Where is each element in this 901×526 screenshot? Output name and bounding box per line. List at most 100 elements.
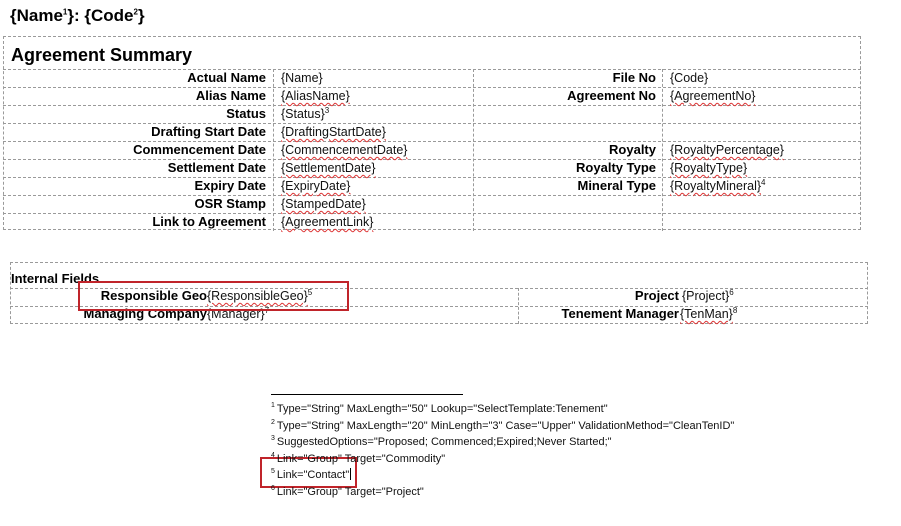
osr-stamp-field[interactable]: {StampedDate} bbox=[281, 195, 366, 213]
agreement-no-label: Agreement No bbox=[567, 88, 656, 103]
internal-divider-2 bbox=[10, 306, 868, 307]
summary-row-divider bbox=[3, 87, 861, 88]
tenement-manager-footnote-ref[interactable]: 8 bbox=[732, 305, 738, 315]
status-footnote-ref[interactable]: 3 bbox=[324, 105, 330, 115]
title-end: } bbox=[137, 6, 145, 25]
alias-name-value: {AliasName} bbox=[281, 89, 350, 103]
document-title: {Name1}: {Code2} bbox=[10, 6, 145, 26]
summary-row-divider bbox=[3, 213, 861, 214]
mineral-type-value: {RoyaltyMineral} bbox=[670, 179, 762, 193]
osr-stamp-value: {StampedDate} bbox=[281, 197, 366, 211]
settlement-date-label: Settlement Date bbox=[167, 160, 266, 175]
mineral-type-label: Mineral Type bbox=[577, 178, 656, 193]
code-footnote-ref[interactable]: 2 bbox=[133, 7, 138, 17]
summary-row-divider bbox=[3, 195, 861, 196]
internal-fields-title: Internal Fields bbox=[11, 271, 100, 286]
commencement-date-field[interactable]: {CommencementDate} bbox=[281, 141, 407, 159]
mineral-type-footnote-ref[interactable]: 4 bbox=[761, 177, 766, 187]
drafting-start-date-label: Drafting Start Date bbox=[151, 124, 266, 139]
responsible-geo-field[interactable]: {ResponsibleGeo}5 bbox=[207, 287, 312, 305]
royalty-type-label: Royalty Type bbox=[576, 160, 656, 175]
actual-name-value: {Name} bbox=[281, 71, 323, 85]
name-footnote-ref[interactable]: 1 bbox=[62, 7, 68, 17]
footnote-text[interactable]: SuggestedOptions="Proposed; Commenced;Ex… bbox=[276, 436, 612, 448]
royalty-label: Royalty bbox=[609, 142, 656, 157]
footnote-number: 2 bbox=[271, 418, 275, 426]
status-field[interactable]: {Status}3 bbox=[281, 105, 329, 123]
alias-name-field[interactable]: {AliasName} bbox=[281, 87, 350, 105]
file-no-field[interactable]: {Code} bbox=[670, 69, 708, 87]
footnote-number: 6 bbox=[271, 484, 275, 492]
summary-col-divider bbox=[662, 69, 663, 231]
mineral-type-field[interactable]: {RoyaltyMineral}4 bbox=[670, 177, 765, 195]
summary-row-divider bbox=[3, 123, 861, 124]
summary-row-divider bbox=[3, 177, 861, 178]
summary-row-divider bbox=[3, 159, 861, 160]
responsible-geo-label: Responsible Geo bbox=[100, 288, 207, 303]
file-no-label: File No bbox=[612, 70, 656, 85]
summary-col-divider bbox=[473, 69, 474, 231]
footnote-number: 3 bbox=[271, 435, 275, 443]
internal-fields-table bbox=[10, 262, 868, 324]
link-to-agreement-value: {AgreementLink} bbox=[281, 215, 374, 229]
project-label: Project bbox=[634, 288, 679, 303]
summary-col-divider bbox=[273, 69, 274, 231]
royalty-type-field[interactable]: {RoyaltyType} bbox=[670, 159, 747, 177]
footnote-text[interactable]: Type="String" MaxLength="20" MinLength="… bbox=[276, 419, 735, 432]
responsible-geo-value: {ResponsibleGeo} bbox=[207, 289, 308, 303]
footnote-5-highlight bbox=[260, 457, 357, 488]
internal-col-divider bbox=[518, 288, 519, 324]
royalty-field[interactable]: {RoyaltyPercentage} bbox=[670, 141, 784, 159]
name-field: {Name bbox=[10, 6, 63, 25]
tenement-manager-field[interactable]: {TenMan}8 bbox=[680, 305, 737, 323]
osr-stamp-label: OSR Stamp bbox=[194, 196, 266, 211]
internal-divider-1 bbox=[10, 288, 868, 289]
project-footnote-ref[interactable]: 6 bbox=[729, 287, 734, 297]
commencement-date-value: {CommencementDate} bbox=[281, 143, 408, 157]
footnote-separator bbox=[271, 394, 463, 395]
agreement-no-field[interactable]: {AgreementNo} bbox=[670, 87, 755, 105]
responsible-geo-highlight bbox=[78, 281, 349, 311]
expiry-date-field[interactable]: {ExpiryDate} bbox=[281, 177, 350, 195]
link-to-agreement-label: Link to Agreement bbox=[152, 214, 266, 229]
royalty-value: {RoyaltyPercentage} bbox=[670, 143, 784, 157]
footnote-text[interactable]: Type="String" MaxLength="50" Lookup="Sel… bbox=[276, 403, 608, 415]
project-field[interactable]: {Project}6 bbox=[682, 287, 734, 305]
footnote-text[interactable]: Link="Group" Target="Commodity" bbox=[276, 452, 446, 465]
responsible-geo-footnote-ref[interactable]: 5 bbox=[307, 287, 313, 297]
footnote-number: 4 bbox=[271, 451, 275, 459]
actual-name-label: Actual Name bbox=[187, 70, 266, 85]
drafting-start-date-value: {DraftingStartDate} bbox=[281, 125, 386, 139]
title-separator: }: {Code bbox=[67, 6, 134, 25]
royalty-type-value: {RoyaltyType} bbox=[670, 161, 748, 175]
status-label: Status bbox=[226, 106, 266, 121]
footnote-text[interactable]: Link="Group" Target="Project" bbox=[276, 485, 424, 498]
footnote-text[interactable]: Link="Contact" bbox=[276, 469, 350, 481]
settlement-date-value: {SettlementDate} bbox=[281, 161, 376, 175]
tenement-manager-value: {TenMan} bbox=[680, 307, 733, 321]
agreement-summary-table bbox=[3, 36, 861, 230]
tenement-manager-label: Tenement Manager bbox=[561, 306, 679, 321]
expiry-date-value: {ExpiryDate} bbox=[281, 179, 351, 193]
text-cursor bbox=[350, 468, 352, 480]
expiry-date-label: Expiry Date bbox=[194, 178, 266, 193]
actual-name-field[interactable]: {Name} bbox=[281, 69, 323, 87]
summary-row-divider bbox=[3, 141, 861, 142]
footnote-number: 5 bbox=[271, 468, 275, 476]
project-value: {Project} bbox=[682, 289, 730, 303]
alias-name-label: Alias Name bbox=[195, 88, 266, 103]
link-to-agreement-field[interactable]: {AgreementLink} bbox=[281, 213, 373, 231]
agreement-summary-title: Agreement Summary bbox=[11, 45, 193, 65]
status-value: {Status} bbox=[281, 107, 325, 121]
commencement-date-label: Commencement Date bbox=[133, 142, 266, 157]
agreement-no-value: {AgreementNo} bbox=[670, 89, 756, 103]
summary-row-divider bbox=[3, 69, 861, 70]
drafting-start-date-field[interactable]: {DraftingStartDate} bbox=[281, 123, 386, 141]
settlement-date-field[interactable]: {SettlementDate} bbox=[281, 159, 376, 177]
file-no-value: {Code} bbox=[670, 71, 709, 85]
